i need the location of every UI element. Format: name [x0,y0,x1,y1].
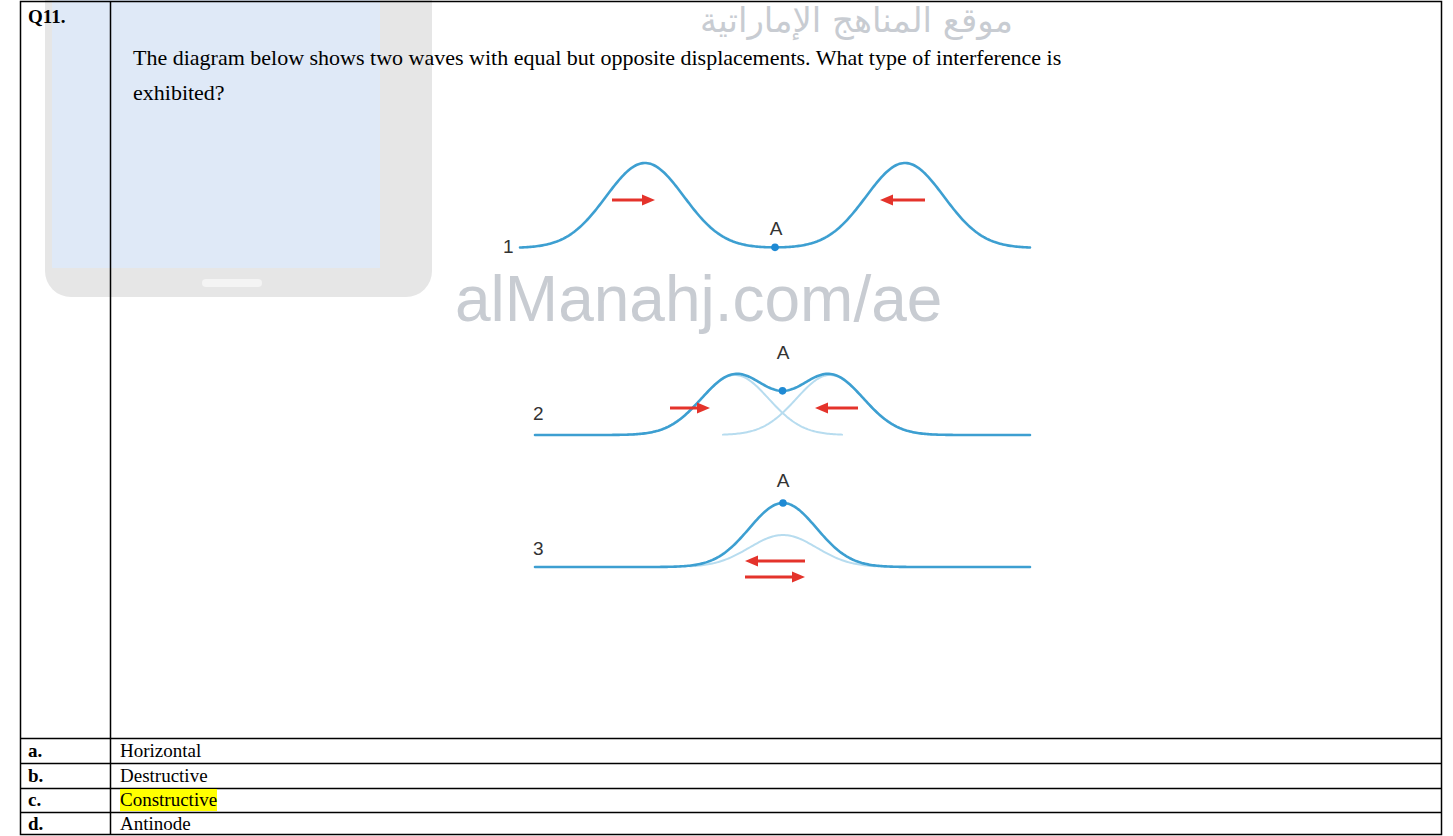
option-letter: d. [28,813,43,835]
question-number: Q11. [28,6,65,28]
direction-arrow [758,560,805,563]
arrow-head [697,403,710,414]
option-text: Antinode [120,813,191,835]
option-text: Destructive [120,765,208,787]
wave-number: 3 [533,538,544,560]
single-pulse [723,375,936,435]
column-line [110,2,112,835]
arrow-head [642,195,655,206]
direction-arrow [828,407,858,410]
direction-arrow [670,407,697,410]
point-marker [779,499,787,507]
option-text: Horizontal [120,740,201,762]
point-marker [771,244,779,252]
arrow-head [745,556,758,567]
point-label: A [777,342,790,364]
arrow-head [880,195,893,206]
tablet-button [202,279,262,287]
wave-number: 2 [533,403,544,425]
point-marker [779,387,787,395]
wave-number: 1 [503,236,514,258]
direction-arrow [893,199,925,202]
single-pulse [690,535,876,566]
arrow-head [792,572,805,583]
question-text: The diagram below shows two waves with e… [133,40,1133,110]
option-letter: c. [28,789,41,811]
direction-arrow [612,199,642,202]
point-label: A [770,218,783,240]
watermark: alManahj.com/ae [455,266,942,332]
row-line [21,788,1442,790]
row-line [21,812,1442,814]
tablet-screen [52,0,380,268]
watermark: موقع المناهج الإماراتية [700,0,1013,40]
table-border [21,2,1442,835]
row-line [21,763,1442,765]
option-letter: b. [28,765,43,787]
option-text: Constructive [120,789,217,811]
direction-arrow [745,576,792,579]
tablet-frame [45,0,432,297]
point-label: A [777,470,790,492]
combined-wave [535,503,1030,567]
wave-pulse [520,163,1030,248]
option-letter: a. [28,740,42,762]
arrow-head [815,403,828,414]
combined-wave [535,374,1030,435]
row-line [21,738,1442,740]
